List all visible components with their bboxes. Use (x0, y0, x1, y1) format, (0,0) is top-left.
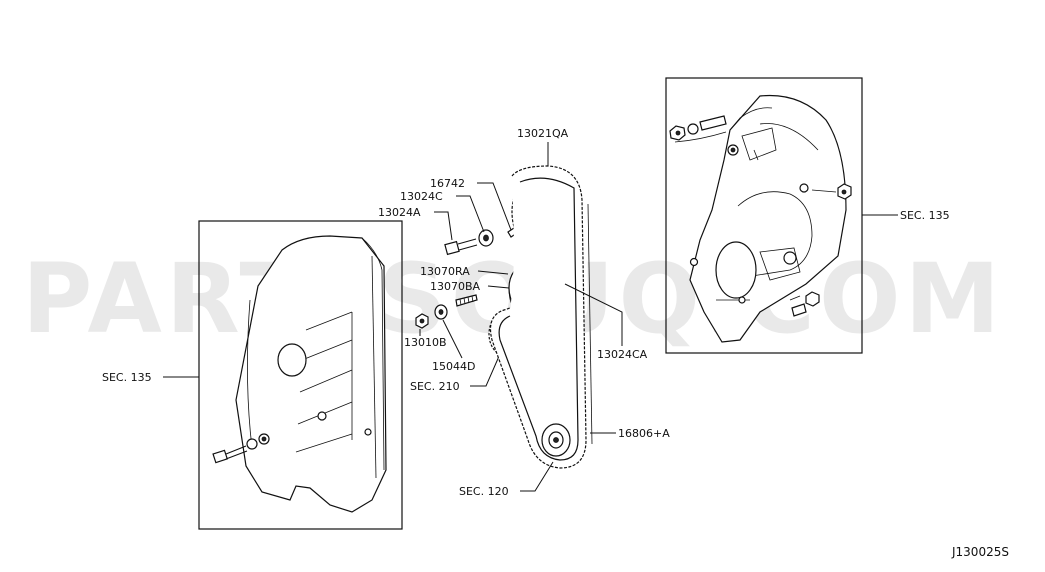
rear-cover-lower-bolt[interactable] (789, 291, 820, 317)
front-cover-group-box (198, 220, 403, 530)
front-timing-cover[interactable] (235, 235, 387, 513)
rear-timing-cover[interactable] (689, 94, 847, 343)
rear-cover-upper-bolt[interactable] (669, 115, 727, 143)
diagram-code: J130025S (951, 545, 1009, 559)
timing-belt[interactable] (489, 165, 593, 469)
label-13024C[interactable]: 13024C (400, 190, 443, 203)
leader-13024C (456, 195, 485, 233)
label-13070RA[interactable]: 13070RA (420, 265, 470, 278)
label-sec135-left[interactable]: SEC. 135 (102, 371, 152, 384)
label-13010B[interactable]: 13010B (404, 336, 447, 349)
label-15044D[interactable]: 15044D (432, 360, 475, 373)
label-13024A[interactable]: 13024A (378, 206, 421, 219)
leader-sec120 (520, 461, 554, 492)
leader-sec210 (470, 353, 501, 387)
leader-13070RA (477, 270, 509, 275)
tensioner-washer[interactable] (434, 304, 448, 320)
label-sec210[interactable]: SEC. 210 (410, 380, 460, 393)
label-sec120[interactable]: SEC. 120 (459, 485, 509, 498)
rear-cover-side-nut[interactable] (811, 183, 852, 200)
tensioner-stud[interactable] (455, 294, 478, 307)
leader-16742 (477, 182, 512, 231)
lower-idler-pulley[interactable] (541, 423, 571, 457)
label-sec135-right[interactable]: SEC. 135 (900, 209, 950, 222)
leader-13024CA (564, 283, 623, 346)
label-13070BA[interactable]: 13070BA (430, 280, 481, 293)
leader-13070BA (487, 285, 510, 289)
label-13024CA[interactable]: 13024CA (597, 348, 648, 361)
label-16806A[interactable]: 16806+A (618, 427, 670, 440)
label-16742[interactable]: 16742 (430, 177, 465, 190)
front-cover-bolt[interactable] (212, 433, 270, 464)
leader-13024A (434, 211, 453, 241)
label-13021QA[interactable]: 13021QA (517, 127, 569, 140)
tensioner-nut[interactable] (415, 313, 429, 329)
sprocket-bolt[interactable] (444, 238, 478, 256)
sprocket-washer[interactable] (478, 229, 494, 247)
leader-15044D (442, 319, 463, 359)
